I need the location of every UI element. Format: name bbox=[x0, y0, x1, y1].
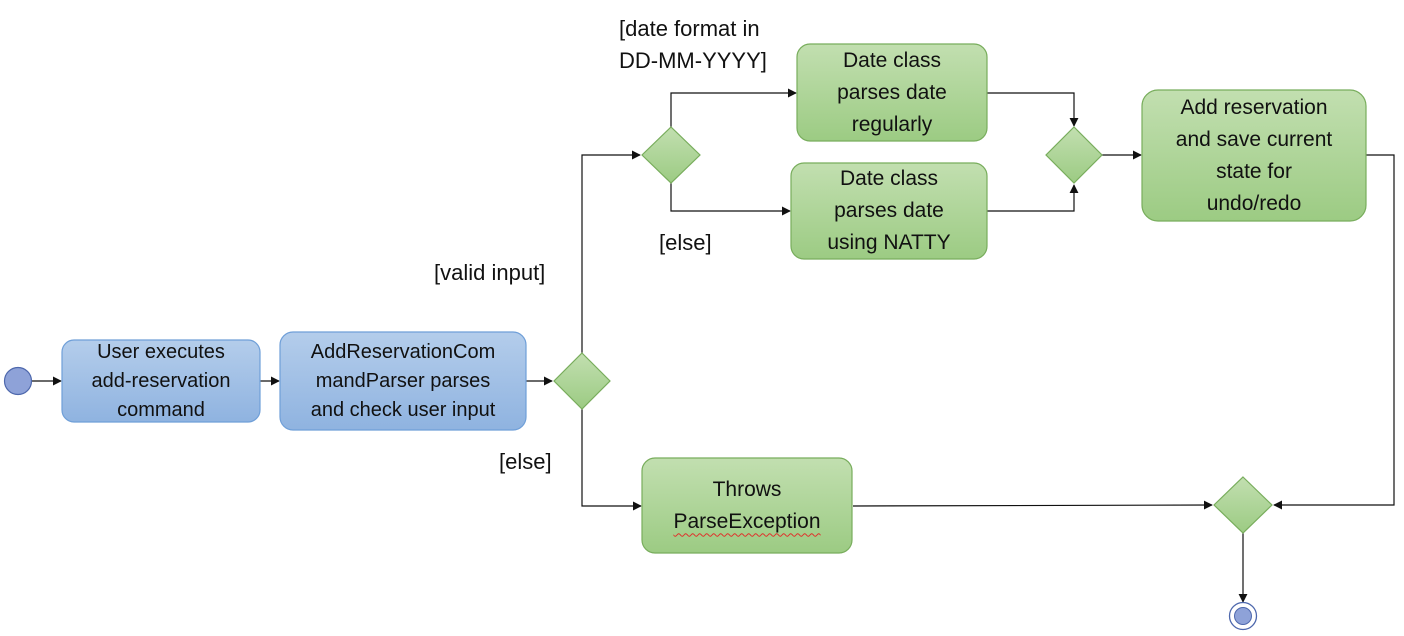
user-executes-node bbox=[61, 339, 261, 423]
add-reservation-node bbox=[1141, 89, 1367, 222]
valid-input-decision bbox=[553, 352, 611, 410]
edge-valid-input bbox=[581, 150, 641, 353]
date-format-decision bbox=[641, 126, 701, 184]
add-reservation-label: Add reservation and save current state f… bbox=[1175, 95, 1333, 215]
edge-else-top bbox=[670, 183, 791, 216]
edge-regular-to-merge bbox=[987, 92, 1079, 127]
throws-label-line2: ParseException bbox=[673, 509, 821, 533]
parser-label: AddReservationCom mandParser parses and … bbox=[310, 340, 496, 421]
date-merge bbox=[1045, 126, 1103, 184]
throws-label: Throws ParseException bbox=[642, 458, 852, 553]
parser-node bbox=[279, 331, 527, 431]
throws-label-line1: Throws bbox=[712, 477, 782, 501]
start-node bbox=[3, 366, 33, 396]
guard-else-top: [else] bbox=[659, 230, 712, 255]
user-executes-label: User executes add-reservation command bbox=[91, 340, 231, 421]
end-node-inner bbox=[1234, 607, 1252, 625]
throws-node bbox=[641, 457, 853, 554]
final-merge bbox=[1213, 476, 1273, 534]
date-regular-label: Date class parses date regularly bbox=[837, 48, 947, 136]
edges bbox=[32, 88, 1395, 603]
guard-valid-input: [valid input] bbox=[434, 260, 546, 285]
edge-add-to-final-merge bbox=[1273, 154, 1395, 510]
guard-date-format: [date format in DD-MM-YYYY] bbox=[619, 16, 767, 73]
edge-natty-to-merge bbox=[987, 184, 1079, 212]
date-natty-label: Date class parses date using NATTY bbox=[827, 167, 951, 254]
edge-date-format bbox=[670, 88, 797, 127]
date-natty-node bbox=[790, 162, 988, 260]
edge-throws-to-final-merge bbox=[852, 500, 1213, 510]
date-regular-node bbox=[796, 43, 988, 142]
guard-else-bottom: [else] bbox=[499, 449, 552, 474]
edge-else-bottom bbox=[581, 409, 642, 511]
